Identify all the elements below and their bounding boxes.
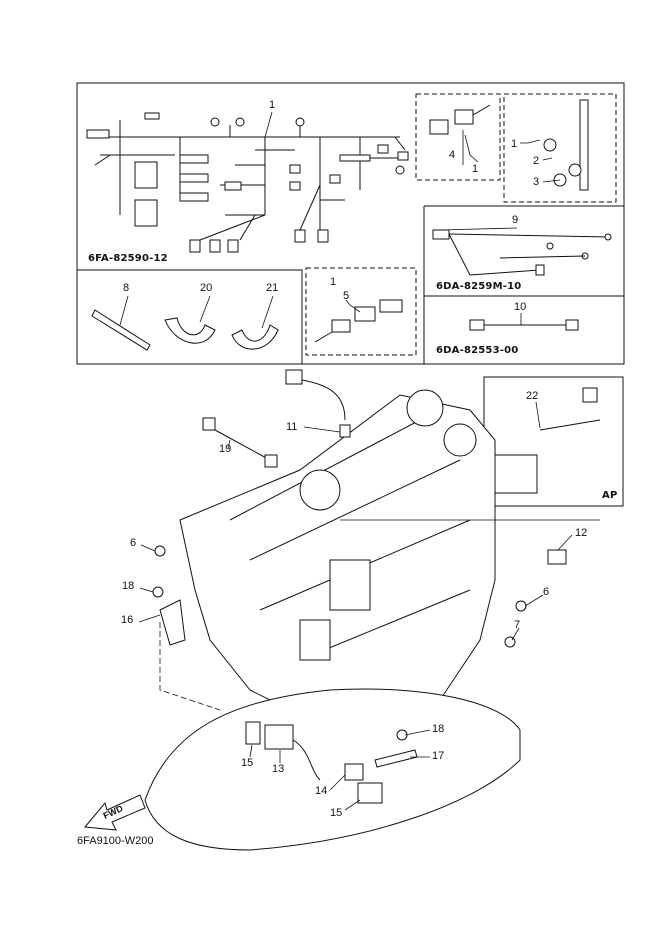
callout-12: 12 [575,527,588,539]
callout-19: 19 [219,443,232,455]
wire-harness-main [94,120,406,241]
box-4 [415,93,501,181]
grommet-15 [245,721,383,804]
callout-15-left: 15 [241,757,254,769]
callout-11: 11 [286,421,298,433]
callout-3: 3 [533,176,540,188]
callout-6-left: 6 [130,537,137,549]
code-lead-sub: 6DA-82553-00 [436,345,519,356]
callout-8: 8 [123,282,130,294]
engine-block [179,389,496,721]
main-harness-divider [77,269,303,364]
callout-1-box4: 1 [472,163,479,175]
callout-22: 22 [526,390,539,402]
sensor-11 [285,369,351,438]
ap-battery-lead [492,387,601,494]
code-ap: AP [602,490,618,501]
leader-lines [119,111,600,811]
band-8 [91,309,151,351]
callout-9: 9 [512,214,519,226]
sub-lead-10 [469,319,579,331]
callout-7: 7 [514,619,521,631]
box-123-parts [543,99,589,191]
callout-10: 10 [514,301,527,313]
footer-code: 6FA9100-W200 [77,835,154,847]
code-harness-main: 6FA-82590-12 [88,253,168,264]
callout-16: 16 [121,614,134,626]
bracket-16 [159,599,186,646]
callout-13: 13 [272,763,285,775]
callout-4: 4 [449,149,456,161]
callout-17: 17 [432,750,445,762]
callout-18-left: 18 [122,580,135,592]
callout-1-main: 1 [269,99,276,111]
switch-14 [344,763,364,781]
callout-1-box5: 1 [330,276,337,288]
switch-13 [264,724,321,781]
box-5 [305,267,417,356]
callout-15-bottom: 15 [330,807,343,819]
code-harness-sub: 6DA-8259M-10 [436,281,522,292]
connector-box-4 [429,104,491,135]
sub-harness-9 [432,229,612,276]
callout-21: 21 [266,282,279,294]
box-123 [503,93,617,203]
callout-1-box123: 1 [511,138,518,150]
sensor-12 [547,549,567,565]
connector-box-5 [314,299,403,343]
callout-14: 14 [315,785,328,797]
harness-connectors [86,112,409,253]
callout-18-bottom: 18 [432,723,445,735]
upper-frame [76,82,625,365]
callout-20: 20 [200,282,213,294]
callout-2: 2 [533,155,540,167]
callout-5: 5 [343,290,350,302]
bottom-cowling [144,688,521,851]
callout-6-right: 6 [543,586,550,598]
bolts [152,545,527,741]
fwd-arrow [84,794,146,831]
sensor-19 [202,417,278,468]
clamp-20 [164,317,216,344]
clamp-21 [231,324,279,350]
